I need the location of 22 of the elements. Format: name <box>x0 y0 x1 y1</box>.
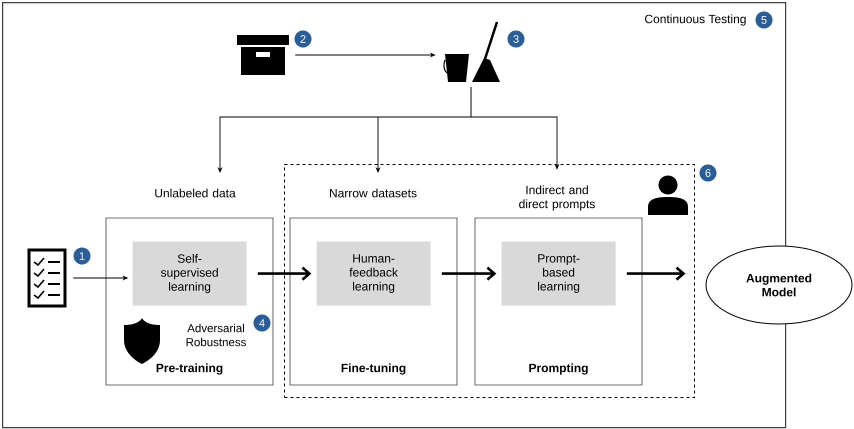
bucket-broom-icon <box>443 22 500 82</box>
arrow <box>442 266 496 281</box>
callout-number: 6 <box>700 164 716 182</box>
arrow <box>258 266 312 281</box>
frame-title: Continuous Testing <box>645 14 746 26</box>
callout-number: 1 <box>74 248 90 264</box>
callout-number: 2 <box>294 30 312 48</box>
node-label: Unlabeled data <box>155 188 236 198</box>
checklist-icon <box>28 248 66 308</box>
process-box: Human-feedback learning <box>316 242 431 306</box>
node-label: Augmented Model <box>746 274 812 296</box>
callout-number: 4 <box>254 314 270 332</box>
archive-box-icon <box>237 35 289 75</box>
label-text: Adversarial Robustness <box>186 324 246 346</box>
dashed-box <box>284 164 695 398</box>
node-label: Narrow datasets <box>330 188 417 198</box>
callout-number: 5 <box>756 12 772 28</box>
callout-number: 3 <box>508 30 524 48</box>
arrow <box>626 266 686 281</box>
node-label: Indirect and direct prompts <box>519 185 595 211</box>
process-box: Prompt-based learning <box>502 242 616 306</box>
process-box: Self-supervised learning <box>132 242 247 306</box>
